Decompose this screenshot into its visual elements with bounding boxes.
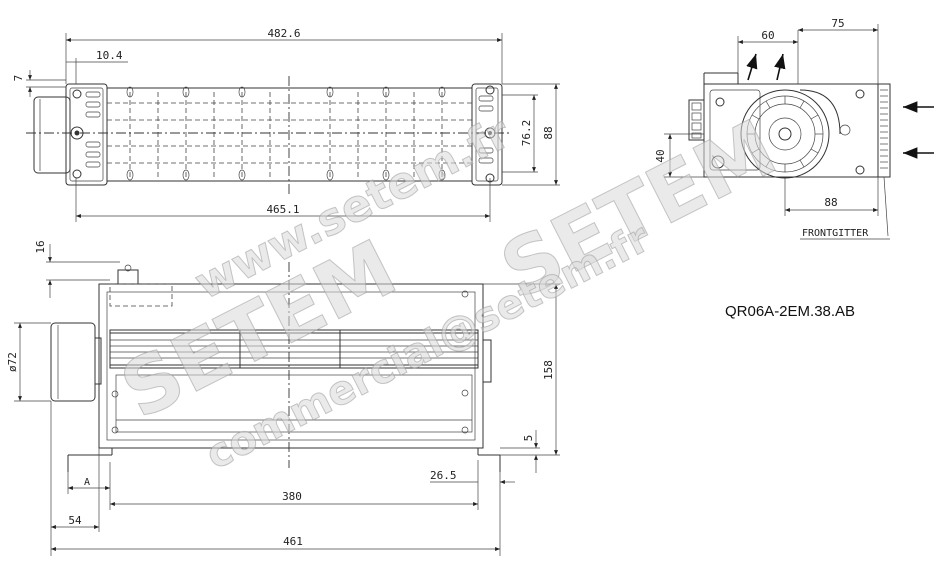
dim-482-6: 482.6 [267,27,300,40]
front-grille-label: FRONTGITTER [802,228,869,239]
watermark-layer: www.setem.fr SETEM SETEM commercial@sete… [107,103,790,479]
dim-461: 461 [283,535,303,548]
outlet-arrow-left [746,53,758,81]
impeller-blades [747,96,823,172]
housing-grid [107,86,472,181]
side-view: 60 75 40 88 FRONTGITTER [654,17,934,240]
dim-motor-diameter: ø72 [6,352,19,372]
top-view: 482.6 10.4 7 76.2 88 465.1 [12,27,560,222]
dim-76-2: 76.2 [520,120,533,147]
model-number: QR06A-2EM.38.AB [725,303,855,320]
dim-88-side: 88 [824,196,837,209]
front-grille-bars [880,89,888,169]
dim-10-4: 10.4 [96,49,123,62]
dim-40: 40 [654,149,667,162]
dim-a: A [84,477,90,488]
dim-16: 16 [34,240,47,253]
dim-465-1: 465.1 [266,203,299,216]
left-plate-slots [70,89,101,179]
dim-54: 54 [68,514,82,527]
dim-5: 5 [522,435,535,442]
dim-26-5: 26.5 [430,469,457,482]
dim-7: 7 [12,75,25,82]
dim-60: 60 [761,29,774,42]
dim-75: 75 [831,17,844,30]
dim-158: 158 [542,360,555,380]
front-view: 16 ø72 158 5 26.5 A 380 54 [6,240,560,556]
outlet-arrow-right [774,53,786,81]
dim-380: 380 [282,490,302,503]
dim-88-top: 88 [542,126,555,139]
